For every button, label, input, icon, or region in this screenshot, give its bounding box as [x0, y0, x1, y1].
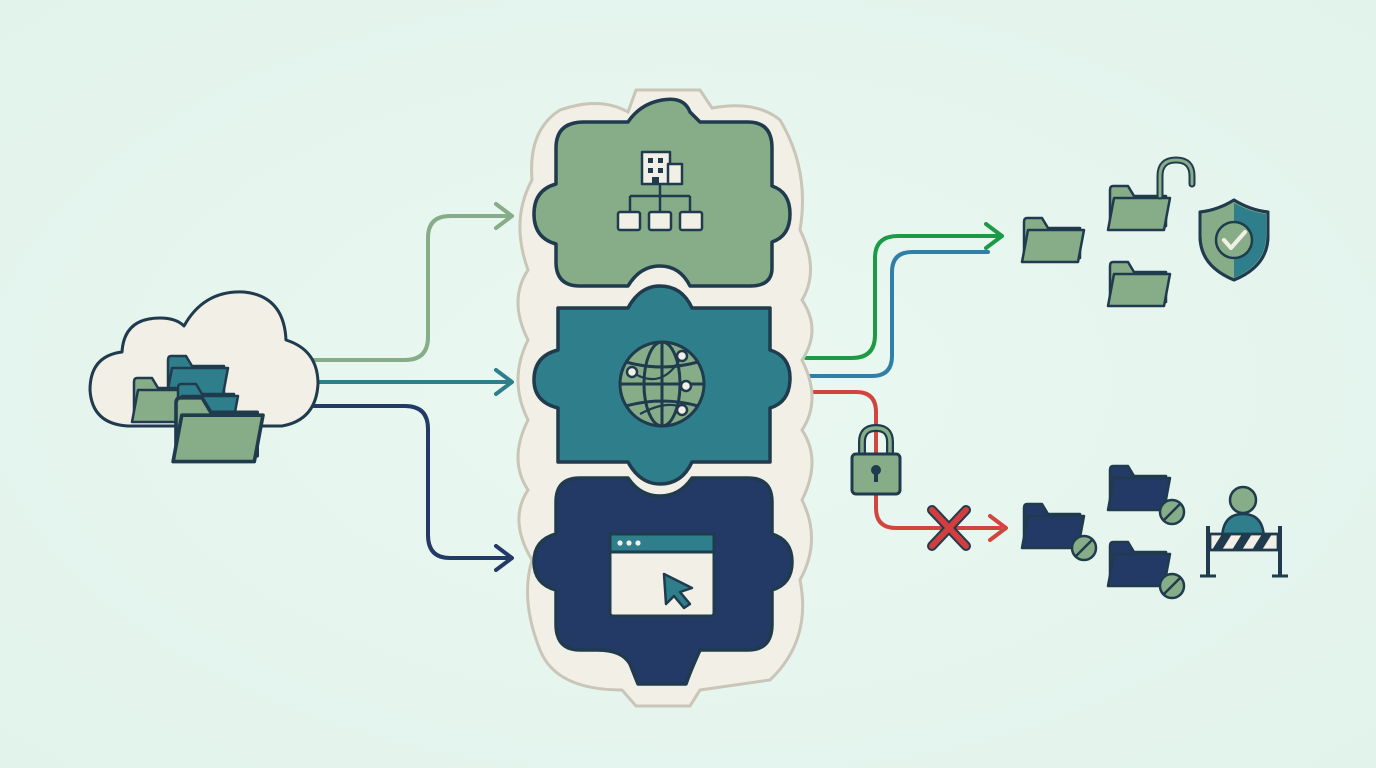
arrowhead-browser — [494, 544, 514, 572]
connector-blocked-red — [804, 390, 1002, 530]
allowed-access-group — [1020, 156, 1270, 308]
connector-cloud-to-org — [310, 214, 510, 362]
layer-stack — [516, 88, 814, 708]
connector-cloud-to-browser — [312, 404, 510, 560]
blocked-folder-icon — [1020, 502, 1098, 562]
blocked-folder-icon — [1106, 464, 1186, 526]
cloud-folders-icon — [88, 290, 320, 464]
lock-icon — [850, 423, 902, 496]
shield-check-icon — [1198, 198, 1270, 282]
unlocked-folder-icon — [1106, 156, 1196, 232]
folder-icon — [1106, 260, 1172, 308]
blocked-folder-icon — [1106, 540, 1186, 600]
connector-allowed-green — [804, 234, 1000, 360]
globe-network-icon — [618, 340, 706, 428]
layer-top-organization — [532, 97, 792, 288]
user-barrier-icon — [1200, 485, 1288, 578]
folder-icon — [1020, 216, 1086, 264]
browser-cursor-icon — [608, 532, 716, 618]
building-org-chart-icon — [616, 150, 704, 232]
arrowhead-network — [494, 368, 514, 396]
deny-x-icon — [927, 505, 971, 551]
arrowhead-org — [494, 202, 514, 230]
connector-lines — [310, 202, 1008, 572]
connector-allowed-blue — [804, 250, 990, 378]
arrowhead-allowed — [984, 222, 1004, 250]
arrowhead-blocked — [988, 514, 1008, 542]
blocked-access-group — [850, 423, 1288, 600]
